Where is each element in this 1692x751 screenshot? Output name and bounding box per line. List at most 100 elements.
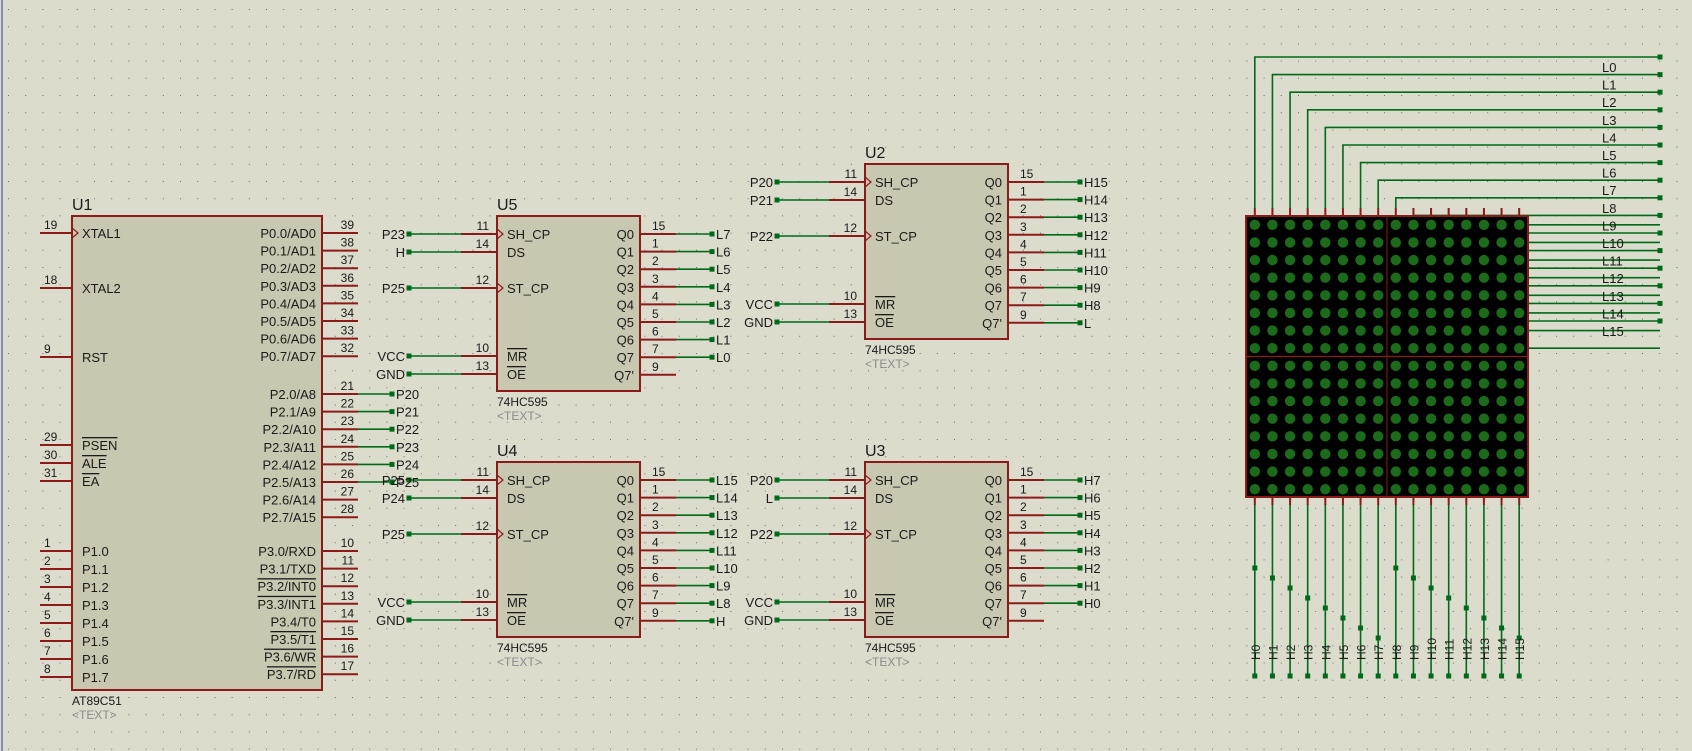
pin-number: 15 <box>652 465 666 479</box>
led-dot <box>1249 290 1261 301</box>
led-dot <box>1320 342 1331 354</box>
led-dot <box>1513 219 1525 231</box>
column-net-label: H0 <box>1249 644 1263 660</box>
column-junction <box>1428 585 1434 591</box>
shift-register-u2[interactable]: U274HC595<TEXT>11SH_CPP2014DSP2112ST_CPP… <box>744 145 1108 371</box>
net-label: L12 <box>716 526 738 541</box>
shift-register-u5[interactable]: U574HC595<TEXT>11SH_CPP2314DSH12ST_CPP25… <box>376 197 730 423</box>
led-dot <box>1513 431 1525 442</box>
net-label: VCC <box>746 297 773 312</box>
pin-name: Q2 <box>617 508 634 523</box>
column-net-label: H6 <box>1355 644 1369 660</box>
led-dot <box>1461 448 1472 460</box>
row-terminal <box>1657 300 1663 306</box>
net-terminal <box>709 547 715 553</box>
pin-number: 2 <box>1020 202 1027 216</box>
led-dot <box>1320 431 1331 442</box>
pin-name: ALE <box>82 456 107 471</box>
column-terminal <box>1428 673 1434 679</box>
led-dot <box>1284 448 1296 460</box>
row-terminal <box>1657 124 1663 130</box>
mcu-at89c51[interactable]: U1AT89C51<TEXT>19XTAL118XTAL29RST29PSEN3… <box>40 197 419 722</box>
pin-number: 29 <box>44 430 58 444</box>
pin-number: 1 <box>1020 185 1027 199</box>
led-dot <box>1478 237 1490 248</box>
pin-name: Q7 <box>985 596 1002 611</box>
chip-part-label: 74HC595 <box>865 343 916 357</box>
net-terminal <box>1077 197 1083 203</box>
led-dot <box>1249 237 1261 248</box>
pin-number: 11 <box>845 167 858 181</box>
led-dot <box>1249 272 1261 283</box>
pin-number: 12 <box>844 221 858 235</box>
led-dot <box>1443 307 1454 319</box>
net-terminal <box>406 371 412 377</box>
row-terminal <box>1657 265 1663 271</box>
pin-number: 5 <box>652 553 659 567</box>
net-terminal <box>709 284 715 290</box>
led-dot <box>1513 290 1525 301</box>
led-dot <box>1249 448 1261 460</box>
led-dot <box>1284 413 1296 424</box>
pin-name: Q0 <box>985 473 1002 488</box>
pin-name: DS <box>507 491 525 506</box>
led-dot <box>1443 254 1454 266</box>
led-dot <box>1513 325 1525 336</box>
column-junction <box>1252 565 1258 571</box>
led-dot <box>1302 237 1313 248</box>
pin-name: SH_CP <box>507 473 550 488</box>
led-dot <box>1443 325 1454 336</box>
led-dot <box>1249 466 1261 477</box>
pin-number: 6 <box>1020 273 1027 287</box>
pin-name: P0.0/AD0 <box>260 226 316 241</box>
led-dot <box>1496 219 1507 231</box>
led-dot <box>1390 307 1402 319</box>
column-terminal <box>1340 673 1346 679</box>
pin-number: 7 <box>44 644 51 658</box>
pin-name: P0.7/AD7 <box>260 349 316 364</box>
row-net-label: L8 <box>1602 201 1616 216</box>
pin-name: P3.0/RXD <box>258 544 316 559</box>
pin-name: P2.2/A10 <box>263 422 317 437</box>
led-dot <box>1425 325 1437 336</box>
led-dot <box>1267 219 1278 231</box>
led-dot <box>1478 431 1490 442</box>
led-dot <box>1408 413 1419 424</box>
pin-name: P0.2/AD2 <box>260 261 316 276</box>
pin-number: 16 <box>341 642 355 656</box>
row-net-label: L12 <box>1602 271 1624 286</box>
pin-number: 7 <box>1020 588 1027 602</box>
net-terminal <box>709 354 715 360</box>
pin-name: Q7 <box>985 298 1002 313</box>
led-dot <box>1372 448 1384 460</box>
led-dot <box>1461 342 1472 354</box>
row-terminal <box>1657 89 1663 95</box>
shift-register-u3[interactable]: U374HC595<TEXT>11SH_CPP2014DSL12ST_CPP22… <box>744 443 1101 669</box>
clock-input-marker <box>864 230 872 242</box>
net-label: VCC <box>746 595 773 610</box>
led-dot <box>1408 290 1419 301</box>
net-label: L4 <box>716 280 730 295</box>
net-label: H7 <box>1084 473 1101 488</box>
row-terminal <box>1657 318 1663 324</box>
clock-input-marker <box>496 528 504 540</box>
led-dot <box>1425 342 1437 354</box>
pin-number: 4 <box>1020 237 1027 251</box>
net-label: H0 <box>1084 596 1101 611</box>
pin-number: 2 <box>1020 500 1027 514</box>
led-dot <box>1513 466 1525 477</box>
led-dot <box>1372 342 1384 354</box>
net-terminal <box>406 617 412 623</box>
led-dot <box>1425 413 1437 424</box>
pin-name: P2.0/A8 <box>270 387 316 402</box>
led-dot <box>1355 360 1366 372</box>
led-dot-matrix[interactable]: L0L1L2L3L4L5L6L7L8L9L10L11L12L13L14L15H0… <box>1245 60 1624 660</box>
net-terminal <box>406 495 412 501</box>
led-dot <box>1267 290 1278 301</box>
shift-register-u4[interactable]: U474HC595<TEXT>11SH_CPP2514DSP2412ST_CPP… <box>376 443 738 669</box>
pin-number: 3 <box>652 272 659 286</box>
net-terminal <box>1077 583 1083 589</box>
pin-number: 12 <box>476 519 490 533</box>
led-dot <box>1267 483 1278 495</box>
